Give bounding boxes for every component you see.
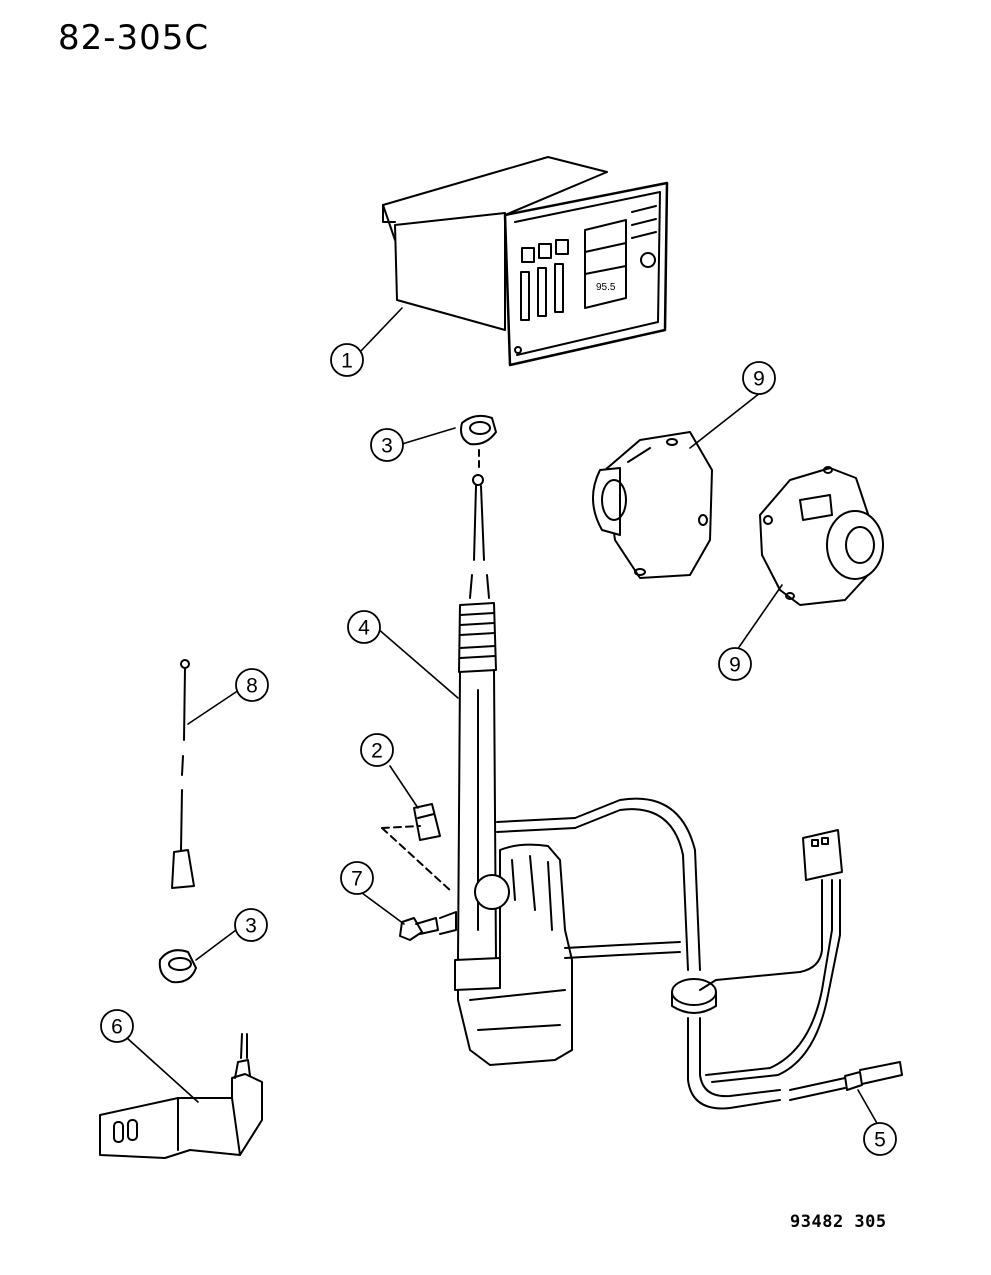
antenna-cable-harness: [671, 829, 903, 1110]
callout-2: 2: [360, 733, 394, 767]
callout-8: 8: [235, 668, 269, 702]
power-antenna: [454, 474, 701, 1066]
callouts: 1 2 3 3 4 5 6 7: [100, 343, 897, 1156]
callout-7: 7: [340, 861, 374, 895]
sheet-code: 82-305C: [58, 18, 210, 58]
callout-6: 6: [100, 1009, 134, 1043]
svg-text:5: 5: [874, 1129, 886, 1152]
callout-9a: 9: [742, 361, 776, 395]
radio-unit: 95.5: [382, 156, 669, 367]
callout-5: 5: [863, 1122, 897, 1156]
callout-4: 4: [347, 610, 381, 644]
svg-text:8: 8: [246, 675, 258, 698]
callout-3a: 3: [370, 428, 404, 462]
svg-text:3: 3: [245, 915, 257, 938]
speaker-upper: [591, 431, 713, 579]
svg-text:2: 2: [371, 740, 383, 763]
radio-display-text: 95.5: [596, 282, 616, 293]
grommet-top: [460, 414, 497, 471]
leader-lines: [126, 307, 879, 1126]
callout-1: 1: [330, 343, 364, 377]
svg-text:4: 4: [358, 617, 370, 640]
svg-text:9: 9: [729, 654, 741, 677]
svg-text:7: 7: [351, 868, 363, 891]
svg-text:9: 9: [753, 368, 765, 391]
bolt: [399, 911, 457, 941]
grommet-lower: [158, 949, 197, 984]
svg-text:6: 6: [111, 1016, 123, 1039]
callout-9b: 9: [718, 647, 752, 681]
clip-nut: [381, 803, 453, 893]
svg-text:3: 3: [381, 435, 393, 458]
antenna-mast: [171, 659, 195, 889]
speaker-lower: [759, 466, 884, 606]
callout-3b: 3: [234, 908, 268, 942]
svg-text:1: 1: [341, 350, 353, 373]
mounting-bracket: [99, 1033, 263, 1159]
figure-code: 93482 305: [790, 1212, 887, 1232]
